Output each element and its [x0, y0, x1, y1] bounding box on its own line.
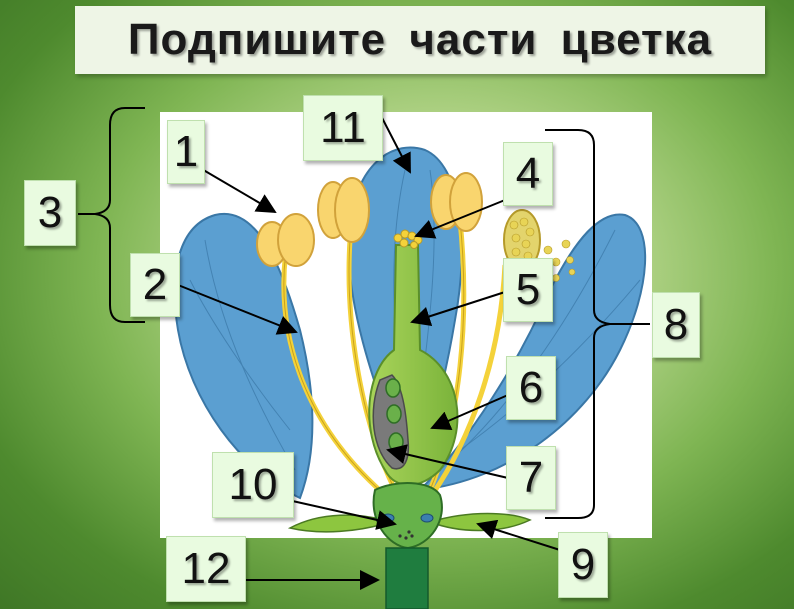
label-1-text: 1	[173, 127, 199, 176]
label-5: 5	[503, 258, 553, 322]
arrow-6	[430, 394, 509, 431]
arrow-5	[410, 291, 506, 326]
label-3-text: 3	[37, 188, 63, 237]
label-3: 3	[24, 180, 76, 246]
receptacle-group	[287, 482, 532, 609]
label-7: 7	[506, 446, 556, 510]
bracket-left	[78, 107, 145, 323]
label-1: 1	[167, 120, 205, 184]
label-12: 12	[166, 536, 246, 602]
anthers	[256, 172, 483, 267]
page-title: Подпишите части цветка	[127, 15, 713, 64]
receptacle-dots	[398, 530, 414, 540]
label-5-text: 5	[515, 265, 541, 314]
label-7-text: 7	[518, 453, 544, 502]
label-11-text: 11	[320, 103, 366, 152]
label-6: 6	[506, 356, 556, 420]
pollen-grains	[509, 217, 576, 282]
label-6-text: 6	[518, 363, 544, 412]
label-4-text: 4	[515, 149, 541, 198]
label-10: 10	[212, 452, 294, 518]
label-11: 11	[303, 95, 383, 161]
arrow-4	[414, 199, 506, 239]
label-2-text: 2	[142, 260, 168, 309]
arrow-9	[476, 519, 561, 551]
arrow-11	[377, 109, 411, 174]
bracket-right	[545, 129, 650, 519]
label-12-text: 12	[181, 544, 231, 593]
label-10-text: 10	[228, 460, 278, 509]
label-9: 9	[558, 532, 608, 598]
ovules	[385, 378, 404, 452]
arrow-10	[287, 499, 397, 530]
anther-left-b	[277, 213, 315, 267]
anther-mid-b	[334, 177, 370, 243]
arrow-7	[386, 444, 509, 479]
label-2: 2	[130, 253, 180, 317]
arrow-2	[177, 284, 298, 335]
title-box: Подпишите части цветка	[75, 6, 765, 74]
label-9-text: 9	[570, 540, 596, 589]
pointer-arrows	[177, 109, 561, 590]
anther-right-b	[449, 172, 483, 232]
filament-far-right	[429, 264, 508, 497]
label-8: 8	[652, 292, 700, 358]
arrow-1	[199, 167, 277, 214]
petal-left	[173, 212, 314, 500]
label-4: 4	[503, 142, 553, 206]
label-8-text: 8	[663, 300, 689, 349]
stem	[385, 547, 429, 609]
